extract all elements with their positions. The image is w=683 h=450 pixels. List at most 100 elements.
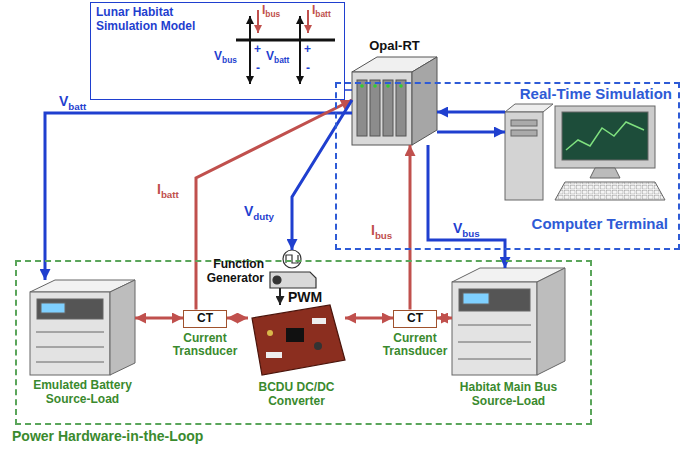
ic-chip [286, 328, 304, 342]
device-icon: Computer Terminal [505, 104, 668, 205]
opal-rt-server [352, 57, 437, 145]
tower-front [505, 112, 543, 200]
node-label: Current Transducer [169, 332, 241, 360]
signal-name: Vbatt [266, 50, 289, 64]
device-icon: Emulated Battery Source-Load [30, 280, 135, 375]
tower-top [505, 104, 553, 112]
control-panel [459, 289, 530, 311]
generator-body [270, 272, 316, 288]
signal-label: Vbus [452, 220, 481, 236]
function-generator [270, 250, 316, 288]
panel-line [458, 359, 531, 360]
signal-name: Ibatt [312, 4, 331, 18]
signal-label: Ibatt [156, 181, 180, 197]
node-label: Power Hardware-in-the-Loop [12, 428, 203, 444]
signal-name: Vbus [214, 50, 237, 64]
pcb [252, 305, 345, 375]
signal-wire [428, 145, 505, 268]
signal-label: Vbatt [58, 93, 87, 109]
computer-terminal [505, 104, 665, 200]
node-label: Function Generator [200, 258, 264, 286]
node-label: Opal-RT [342, 39, 447, 54]
pwm-wire [279, 288, 281, 305]
current-wire [227, 317, 248, 320]
panel-line [36, 347, 104, 348]
current-arrow [257, 10, 259, 33]
box-label: CT [393, 312, 437, 326]
signal-wire [45, 113, 352, 280]
node-label: Computer Terminal [468, 215, 668, 232]
battery-source-load [30, 280, 135, 375]
transducer-box: CTCurrent Transducer [183, 310, 227, 328]
panel-line [458, 342, 531, 343]
current-wire [437, 317, 452, 320]
led [399, 84, 403, 88]
server-module [383, 80, 393, 136]
generator-lens [273, 276, 281, 284]
battery-branch [299, 16, 301, 84]
signal-wire [292, 100, 352, 250]
box-label: CT [183, 312, 227, 326]
node-label: Lunar Habitat Simulation Model [96, 6, 206, 34]
keyboard [555, 182, 665, 200]
current-wire [409, 145, 412, 310]
display [463, 293, 489, 304]
signal-name: Ibus [262, 4, 280, 18]
signal-name: - [306, 62, 310, 76]
panel-line [458, 325, 531, 326]
node-label: BCDU DC/DC Converter [238, 381, 355, 409]
cabinet-front [452, 282, 537, 375]
device-icon: Habitat Main Bus Source-Load [452, 268, 565, 375]
habitat-source-load [452, 268, 565, 375]
server-module [396, 80, 406, 136]
device-icon: Function Generator [268, 250, 318, 288]
control-panel [37, 299, 103, 319]
server-module [370, 80, 380, 136]
screen-graph [566, 122, 644, 150]
capacitor [267, 330, 273, 336]
cabinet-side [110, 280, 135, 375]
signal-wire [345, 89, 352, 91]
signal-name: + [304, 43, 311, 57]
node-label: Emulated Battery Source-Load [10, 379, 155, 407]
signal-wire [437, 111, 505, 114]
current-wire [345, 317, 393, 320]
region-panel: Power Hardware-in-the-LoopEmulated Batte… [15, 260, 592, 425]
panel-line [36, 362, 104, 363]
cabinet-side [537, 268, 565, 375]
led [386, 84, 390, 88]
bus-schematic [236, 10, 335, 84]
pulse-symbol [283, 250, 301, 268]
monitor-stand [590, 168, 620, 178]
display [41, 303, 65, 313]
device-icon: BCDU DC/DC Converter [248, 305, 345, 375]
signal-label: Vduty [243, 203, 275, 219]
led [360, 84, 364, 88]
signal-wire [437, 131, 505, 134]
bcdu-board [252, 305, 345, 375]
current-wire [135, 317, 183, 320]
led [373, 84, 377, 88]
bus-branch [249, 16, 251, 84]
server-module [357, 80, 367, 136]
signal-label: Ibus [370, 222, 393, 238]
header [266, 352, 282, 358]
drive-slot [511, 130, 537, 136]
capacitor [314, 342, 322, 350]
drive-slot [511, 120, 537, 126]
server-front [352, 72, 412, 145]
signal-name: + [254, 43, 261, 57]
panel-line [36, 332, 104, 333]
node-label: Current Transducer [379, 332, 451, 360]
current-wire [196, 100, 352, 310]
header [312, 318, 326, 324]
pulse-wave [286, 255, 298, 263]
signal-label: PWM [287, 289, 323, 305]
current-arrow [307, 10, 309, 33]
monitor [555, 106, 655, 168]
screen [562, 112, 648, 160]
signal-name: - [256, 62, 260, 76]
node-label: Real-Time Simulation [520, 85, 672, 102]
device-icon: Opal-RT [352, 55, 437, 145]
transducer-box: CTCurrent Transducer [393, 310, 437, 328]
